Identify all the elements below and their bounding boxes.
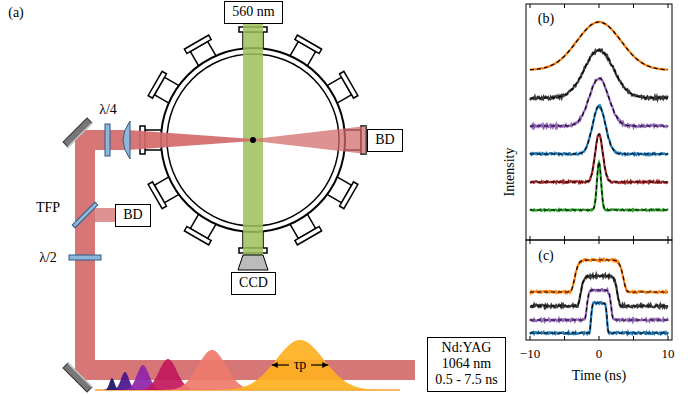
plot-frame xyxy=(526,240,672,340)
port-flange xyxy=(295,227,322,245)
diverging-beam xyxy=(253,126,366,154)
axis-tick xyxy=(599,236,600,240)
arrowhead xyxy=(322,362,328,368)
fit-curve xyxy=(530,22,668,70)
tick-label: −10 xyxy=(520,347,540,361)
mirror xyxy=(63,118,92,147)
half-wave-plate xyxy=(69,255,101,260)
port-flange xyxy=(184,227,211,245)
axis-tick xyxy=(668,240,669,244)
fit-curve xyxy=(530,50,668,98)
measured-trace xyxy=(530,163,668,211)
laser-source-box: 560 nm xyxy=(224,1,283,24)
fit-curve xyxy=(530,162,668,210)
beam-dump-box: BD xyxy=(367,129,403,152)
component-label: TFP xyxy=(36,200,60,215)
laser-box: Nd:YAG1064 nm0.5 - 7.5 ns xyxy=(427,337,506,392)
measured-trace xyxy=(530,134,668,183)
box-text: BD xyxy=(122,207,144,223)
axis-tick xyxy=(530,4,531,8)
axis-tick xyxy=(668,4,669,8)
axis-tick xyxy=(530,236,531,240)
tick-label: 10 xyxy=(662,347,675,361)
quarter-wave-plate xyxy=(105,124,110,156)
axis-tick xyxy=(564,4,565,8)
axis-tick xyxy=(530,240,531,244)
laser-beam xyxy=(75,126,415,380)
measured-trace xyxy=(530,302,668,334)
rejected-beam xyxy=(95,208,117,222)
panel-label: (b) xyxy=(538,11,554,26)
component-label: λ/2 xyxy=(39,250,57,265)
plot-frame xyxy=(526,4,672,240)
pulse-width-label: τp xyxy=(294,357,307,372)
axis-tick xyxy=(530,336,531,340)
port-flange xyxy=(184,35,211,53)
focus-spot xyxy=(250,137,256,143)
mirror-body xyxy=(63,118,92,147)
port-flange xyxy=(340,182,358,209)
mirror xyxy=(63,363,92,392)
box-text: BD xyxy=(374,132,396,148)
axis-title: Time (ns) xyxy=(572,368,626,383)
axis-tick xyxy=(599,240,600,244)
thin-film-polarizer xyxy=(72,202,97,227)
arrowhead xyxy=(272,362,278,368)
fit-curve xyxy=(530,106,668,154)
box-text: Nd:YAG xyxy=(434,340,499,356)
port-flange xyxy=(148,71,166,98)
box-text: 1064 nm xyxy=(434,356,499,372)
port-flange xyxy=(295,35,322,53)
beam-dump-box: BD xyxy=(115,204,151,227)
box-text: 0.5 - 7.5 ns xyxy=(434,372,499,388)
mirror-face xyxy=(68,363,92,387)
axis-tick xyxy=(633,236,634,240)
fit-curve xyxy=(530,78,668,126)
axis-tick xyxy=(668,236,669,240)
axis-title: Intensity xyxy=(502,148,517,197)
tick-label: 0 xyxy=(596,347,603,361)
axis-tick xyxy=(633,4,634,8)
pulse-shape xyxy=(204,340,396,390)
axis-tick xyxy=(668,336,669,340)
axis-tick xyxy=(599,4,600,8)
panel-label: (c) xyxy=(538,248,554,263)
camera-box: CCD xyxy=(231,272,276,295)
axis-tick xyxy=(633,336,634,340)
focusing-lens xyxy=(123,121,130,159)
fit-curve xyxy=(530,303,668,333)
axis-tick xyxy=(633,240,634,244)
mirror-face xyxy=(68,123,92,147)
measured-trace xyxy=(530,106,668,155)
focusing-beam xyxy=(128,130,253,150)
axis-tick xyxy=(564,240,565,244)
box-text: CCD xyxy=(238,275,269,291)
camera-lens xyxy=(238,255,268,270)
axis-tick xyxy=(564,236,565,240)
axis-tick xyxy=(599,336,600,340)
measured-trace xyxy=(530,50,668,100)
panel-label: (a) xyxy=(8,5,24,20)
box-text: 560 nm xyxy=(231,4,276,20)
measured-trace xyxy=(530,78,668,127)
port-flange xyxy=(340,71,358,98)
mirror-body xyxy=(63,363,92,392)
fit-curve xyxy=(530,134,668,182)
measured-trace xyxy=(530,22,668,70)
component-label: λ/4 xyxy=(99,102,117,117)
axis-tick xyxy=(564,336,565,340)
